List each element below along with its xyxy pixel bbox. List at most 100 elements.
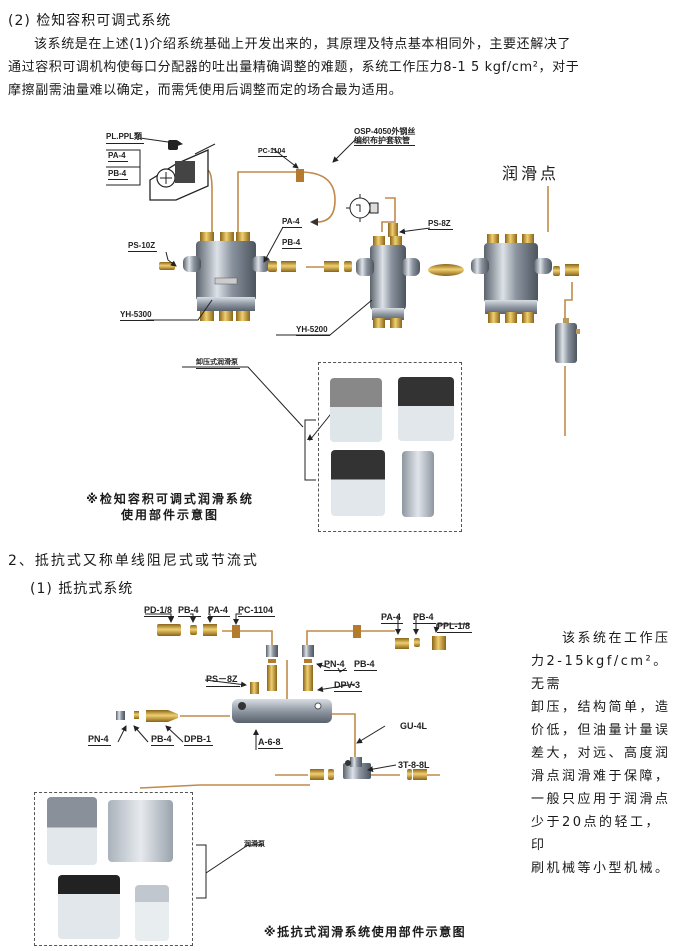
distributor-yh5300-icon bbox=[183, 232, 270, 321]
fitting-icon bbox=[344, 261, 352, 272]
pb4-fitting-icon bbox=[281, 261, 296, 272]
side-line: 一般只应用于润滑点 bbox=[531, 792, 671, 807]
hose-nozzle-icon bbox=[310, 218, 318, 226]
label-dpv3: DPV-3 bbox=[334, 680, 363, 692]
fitting-icon bbox=[324, 261, 339, 272]
lube-pump-image bbox=[331, 450, 385, 516]
paragraph-line: 该系统是在上述(1)介绍系统基础上开发出来的，其原理及特点基本相同外，主要还解决… bbox=[34, 37, 572, 52]
connector-icon bbox=[428, 264, 464, 276]
side-line: 少于20点的轻工，印 bbox=[531, 815, 662, 853]
label-pressure-relief-pump: 卸压式润滑泵 bbox=[196, 357, 240, 369]
fitting-icon bbox=[553, 266, 560, 276]
label-pa4: PA-4 bbox=[282, 217, 302, 228]
label-pa4: PA-4 bbox=[208, 605, 230, 617]
diagram-1-caption: ※检知容积可调式润滑系统 使用部件示意图 bbox=[55, 491, 285, 523]
pd18-fitting-icon bbox=[157, 624, 181, 636]
label-pb4: PB-4 bbox=[282, 238, 303, 249]
label-gu4l: GU-4L bbox=[400, 721, 427, 731]
side-line: 价低，但油量计量误 bbox=[531, 723, 671, 738]
pump-group-box-2 bbox=[34, 792, 193, 946]
distributor-yh5200-icon bbox=[356, 236, 420, 328]
lube-pump-image bbox=[47, 797, 97, 865]
side-line: 刷机械等小型机械。 bbox=[531, 861, 671, 876]
pump-bracket-2 bbox=[196, 844, 264, 899]
label-yh5200: YH-5200 bbox=[296, 325, 330, 336]
pl-ppl-bracket bbox=[106, 149, 141, 186]
label-ps10z: PS-10Z bbox=[128, 241, 158, 252]
fitting-icon bbox=[328, 769, 334, 780]
distributor-icon bbox=[471, 234, 552, 323]
lube-pump-image bbox=[108, 800, 173, 862]
label-pd18: PD-1/8 bbox=[144, 605, 175, 617]
label-osp-line: OSP-4050外钢丝 bbox=[354, 127, 416, 136]
label-pb4: PB-4 bbox=[354, 659, 377, 671]
section-heading-volumetric: (2) 检知容积可调式系统 bbox=[8, 13, 172, 29]
label-osp4050: OSP-4050外钢丝 编织布护套软管 bbox=[354, 127, 416, 146]
dpv3-valve-icon bbox=[266, 645, 278, 691]
label-pb4: PB-4 bbox=[413, 612, 436, 624]
caption-line: 使用部件示意图 bbox=[120, 508, 219, 522]
pressure-gauge-symbol-icon bbox=[346, 194, 379, 222]
label-pa4: PA-4 bbox=[108, 151, 128, 162]
diagram-2-caption: ※抵抗式润滑系统使用部件示意图 bbox=[263, 925, 467, 939]
side-line: 力2-15kgf/cm²。无需 bbox=[531, 654, 669, 692]
label-ps8z: PS-8Z bbox=[428, 219, 453, 230]
manifold-a68-icon bbox=[232, 699, 332, 723]
ps8z-plug-icon bbox=[388, 223, 398, 237]
lube-pump-image bbox=[330, 378, 382, 442]
paragraph-line: 摩擦副需油量难以确定，而需凭使用后调整而定的场合最为适用。 bbox=[8, 83, 403, 98]
label-pb4: PB-4 bbox=[108, 169, 129, 180]
label-a68: A-6-8 bbox=[258, 737, 283, 749]
side-description: 该系统在工作压 力2-15kgf/cm²。无需 卸压，结构简单，造 价低，但油量… bbox=[531, 627, 671, 880]
subsection-heading: (1) 抵抗式系统 bbox=[30, 581, 134, 597]
dpb1-valve-icon bbox=[146, 710, 178, 722]
caption-line: ※检知容积可调式润滑系统 bbox=[86, 492, 254, 506]
section-paragraph: 该系统是在上述(1)介绍系统基础上开发出来的，其原理及特点基本相同外，主要还解决… bbox=[8, 33, 678, 102]
label-pc1104: PC-1104 bbox=[238, 605, 276, 617]
side-line: 该系统在工作压 bbox=[531, 631, 671, 646]
manual-pump-image bbox=[402, 451, 434, 517]
manual-lube-pump-image bbox=[58, 875, 120, 939]
label-ppl18: PPL-1/8 bbox=[437, 621, 473, 633]
pb4-fitting-icon bbox=[134, 711, 139, 719]
label-3t88l: 3T-8-8L bbox=[398, 760, 430, 770]
ps8z-plug-icon bbox=[250, 682, 259, 694]
label-pl-ppl: PL.PPL類 bbox=[106, 131, 145, 144]
fitting-icon bbox=[565, 264, 579, 276]
label-pb4: PB-4 bbox=[151, 734, 174, 746]
label-lube-point: 润滑点 bbox=[502, 164, 560, 183]
label-dpb1: DPB-1 bbox=[184, 734, 214, 746]
pc1104-clamp-icon bbox=[296, 169, 304, 182]
fitting-icon bbox=[407, 769, 412, 780]
paragraph-line: 通过容积可调机构使每口分配器的吐出量精确调整的难题，系统工作压力8-1 5 kg… bbox=[8, 60, 580, 75]
label-pn4: PN-4 bbox=[324, 659, 347, 671]
label-pc1104: PC-1104 bbox=[258, 148, 288, 157]
pn4-fitting-icon bbox=[116, 711, 125, 720]
pb4-fitting-icon bbox=[190, 625, 197, 635]
pb4-fitting-icon bbox=[414, 638, 420, 647]
pump-bracket-1 bbox=[182, 366, 316, 481]
pc1104-clamp-icon bbox=[232, 625, 240, 638]
pump-group-box-1 bbox=[318, 362, 462, 532]
clamp-icon bbox=[353, 625, 361, 638]
label-lube-pump: 润滑泵 bbox=[244, 841, 265, 848]
lube-pump-image bbox=[398, 377, 454, 441]
fitting-icon bbox=[413, 769, 427, 780]
side-line: 滑点润滑难于保障， bbox=[531, 769, 671, 784]
pa4-fitting-icon bbox=[395, 638, 409, 649]
fitting-icon bbox=[310, 769, 324, 780]
lube-pump-image bbox=[135, 885, 169, 941]
ppl18-fitting-icon bbox=[432, 636, 446, 650]
label-ps8z: PS－8Z bbox=[206, 672, 240, 687]
label-pn4: PN-4 bbox=[88, 734, 111, 746]
pa4-fitting-icon bbox=[268, 261, 277, 272]
side-line: 卸压，结构简单，造 bbox=[531, 700, 671, 715]
tee-3t-icon bbox=[343, 757, 371, 779]
pa4-fitting-icon bbox=[203, 624, 217, 636]
label-pb4: PB-4 bbox=[178, 605, 201, 617]
pipes-diagram-1 bbox=[199, 169, 573, 436]
pl-ppl-pump-icon bbox=[149, 140, 216, 201]
label-yh5300: YH-5300 bbox=[120, 310, 154, 321]
label-osp-line: 编织布护套软管 bbox=[354, 136, 416, 146]
